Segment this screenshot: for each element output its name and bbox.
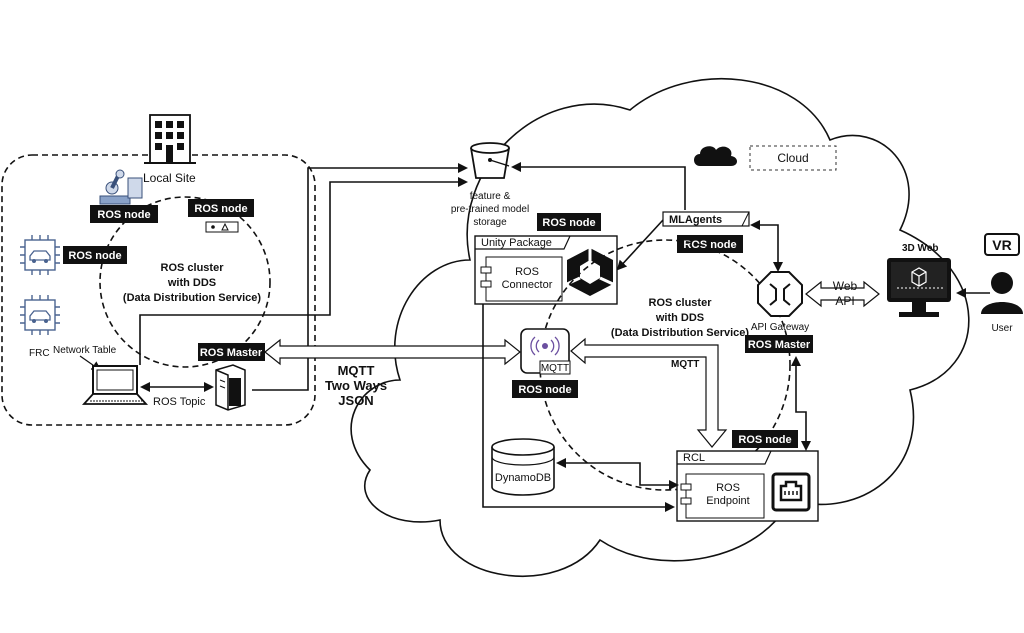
storage-line-2: pre-trained model xyxy=(451,204,529,215)
json-label: JSON xyxy=(338,393,373,408)
ros-node-tag xyxy=(188,199,254,217)
web-label: Web xyxy=(833,279,858,293)
user-icon xyxy=(981,272,1023,314)
web3d-label: 3D Web xyxy=(902,243,939,254)
cloud-outline xyxy=(350,77,970,577)
local-cluster-line-2: with DDS xyxy=(167,277,216,289)
ros-node-tag xyxy=(63,246,127,264)
mqtt-link-label: MQTT xyxy=(338,363,375,378)
web-api-double-arrow xyxy=(805,280,880,308)
local-ros-cluster xyxy=(99,196,271,368)
server-icon xyxy=(215,364,246,411)
ros-node-label: ROS node xyxy=(518,384,571,396)
unity-package-title: Unity Package xyxy=(481,237,552,249)
network-table-label: Network Table xyxy=(53,345,117,356)
building-icon xyxy=(144,114,196,164)
vr-icon xyxy=(984,233,1020,256)
laptop-icon xyxy=(81,365,149,405)
api-gateway-label: API Gateway xyxy=(751,322,809,333)
user-label: User xyxy=(991,323,1013,334)
ros-node-tag xyxy=(90,205,158,223)
ros-node-tag xyxy=(732,430,798,448)
cloud-cluster-line-3: (Data Distribution Service) xyxy=(611,327,749,339)
ros-master-tag xyxy=(198,343,265,361)
chip-car-icon xyxy=(20,295,60,335)
ros-connector-box xyxy=(485,256,563,302)
frc-label: FRC xyxy=(29,348,50,359)
chip-car-icon xyxy=(20,235,60,275)
mqtt-inner-box xyxy=(539,360,571,375)
local-cluster-line-3: (Data Distribution Service) xyxy=(123,292,261,304)
api-gateway-icon xyxy=(757,271,803,317)
ros-master-tag xyxy=(745,335,813,353)
cloud-cluster-line-2: with DDS xyxy=(655,312,704,324)
sensor-icon xyxy=(205,221,239,233)
vr-label: VR xyxy=(992,237,1011,253)
ros-connector-line-1: ROS xyxy=(515,266,539,278)
mqtt-label: MQTT xyxy=(671,359,699,370)
storage-line-3: storage xyxy=(473,217,507,228)
ros-endpoint-box xyxy=(685,473,765,519)
ros-endpoint-line-2: Endpoint xyxy=(706,495,749,507)
ros-node-label: ROS node xyxy=(194,203,247,215)
cloud-title: Cloud xyxy=(777,151,808,165)
ros-master-label: ROS Master xyxy=(748,339,811,351)
robot-arm-icon xyxy=(99,169,143,205)
cloud-icon xyxy=(694,146,737,166)
two-ways-label: Two Ways xyxy=(325,378,387,393)
monitor-3d-icon xyxy=(887,258,951,317)
storage-line-1: feature & xyxy=(470,191,511,202)
ros-connector-line-2: Connector xyxy=(502,279,553,291)
local-site-title: Local Site xyxy=(143,171,196,185)
mqtt-hollow-arrow xyxy=(570,337,728,448)
ros-node-tag xyxy=(512,380,578,398)
ros-node-label: ROS node xyxy=(683,239,736,251)
local-site-box xyxy=(1,154,316,426)
ros-node-label: ROS node xyxy=(542,217,595,229)
database-icon xyxy=(491,438,555,496)
ethernet-port-icon xyxy=(771,472,811,512)
mqtt-inner-label: MQTT xyxy=(541,363,569,374)
storage-bucket-icon xyxy=(470,142,510,179)
ros-node-tag xyxy=(677,235,743,253)
broadcast-icon xyxy=(530,336,560,356)
mqtt-double-arrow xyxy=(264,338,521,366)
ros-master-label: ROS Master xyxy=(200,347,263,359)
mlagents-title: MLAgents xyxy=(669,214,722,226)
local-cluster-line-1: ROS cluster xyxy=(161,262,225,274)
ros-node-label: ROS node xyxy=(68,250,121,262)
ros-endpoint-line-1: ROS xyxy=(716,482,740,494)
ros-node-tag xyxy=(537,213,601,231)
cloud-cluster-line-1: ROS cluster xyxy=(649,297,713,309)
ros-topic-label: ROS Topic xyxy=(153,396,206,408)
api-label: API xyxy=(835,294,854,308)
dynamodb-label: DynamoDB xyxy=(495,472,551,484)
rcl-title: RCL xyxy=(683,452,705,464)
ros-node-label: ROS node xyxy=(738,434,791,446)
ros-node-label: ROS node xyxy=(97,209,150,221)
